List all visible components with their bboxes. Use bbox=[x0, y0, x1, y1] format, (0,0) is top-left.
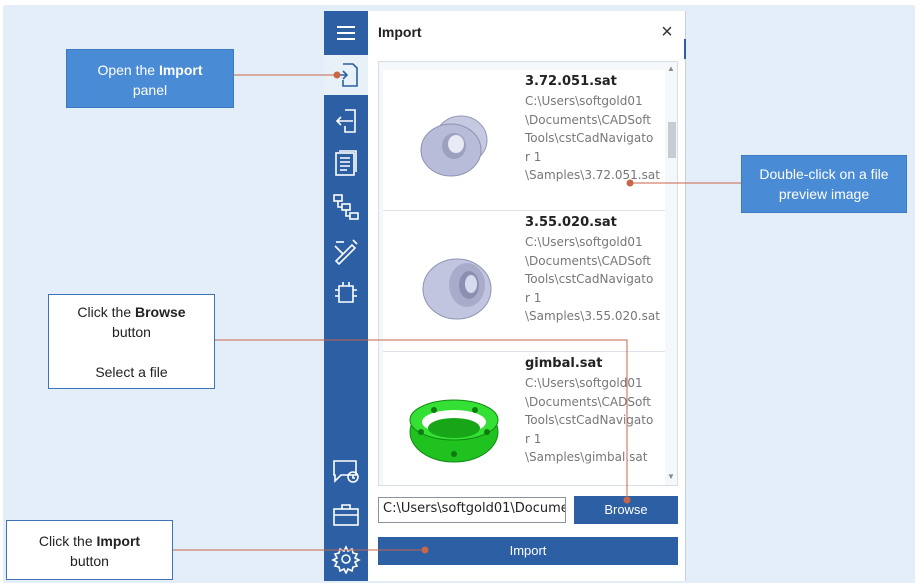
import-icon[interactable] bbox=[324, 55, 368, 95]
close-icon[interactable]: × bbox=[661, 21, 673, 43]
draw-icon[interactable] bbox=[324, 231, 368, 271]
path-input[interactable]: C:\Users\softgold01\Documents\CADSoft To… bbox=[378, 497, 566, 523]
panel-edge-marker bbox=[684, 39, 686, 59]
callout-import: Click the Import button bbox=[6, 520, 173, 580]
callout-open-import: Open the Import panel bbox=[66, 49, 234, 108]
callout-double-click: Double-click on a file preview image bbox=[741, 155, 907, 213]
scroll-down-icon[interactable]: ▼ bbox=[667, 472, 675, 481]
file-list[interactable]: ▲ ▼ 3.72.051.sat C:\Users\softgold01 \Do… bbox=[378, 61, 678, 486]
file-path: C:\Users\softgold01 \Documents\CADSoft T… bbox=[525, 94, 660, 182]
callout-text: button bbox=[112, 324, 151, 340]
callout-text-bold: Browse bbox=[135, 304, 186, 320]
file-preview-image[interactable] bbox=[399, 88, 509, 198]
briefcase-icon[interactable] bbox=[324, 495, 368, 535]
callout-text: preview image bbox=[778, 186, 870, 202]
import-button[interactable]: Import bbox=[378, 537, 678, 565]
browse-button[interactable]: Browse bbox=[574, 496, 678, 524]
callout-text: Open the bbox=[97, 62, 159, 78]
comment-icon[interactable] bbox=[324, 451, 368, 491]
callout-text: Click the bbox=[38, 533, 97, 549]
file-preview-image[interactable] bbox=[399, 229, 509, 339]
file-name: 3.55.020.sat bbox=[525, 215, 617, 230]
file-path: C:\Users\softgold01 \Documents\CADSoft T… bbox=[525, 376, 654, 464]
sidebar-rail bbox=[324, 11, 368, 581]
callout-text: Double-click on a file bbox=[759, 166, 889, 182]
list-item[interactable]: gimbal.sat C:\Users\softgold01 \Document… bbox=[383, 352, 665, 485]
scrollbar-thumb[interactable] bbox=[668, 122, 676, 158]
list-item[interactable]: 3.72.051.sat C:\Users\softgold01 \Docume… bbox=[383, 70, 665, 211]
scroll-up-icon[interactable]: ▲ bbox=[667, 64, 675, 73]
callout-text-bold: Import bbox=[96, 533, 141, 549]
import-panel: Import × ▲ ▼ 3.72.051.sat C:\Users\softg… bbox=[368, 11, 686, 581]
file-name: 3.72.051.sat bbox=[525, 74, 617, 89]
component-icon[interactable] bbox=[324, 273, 368, 313]
export-icon[interactable] bbox=[324, 101, 368, 141]
callout-text: Select a file bbox=[95, 364, 168, 380]
file-preview-image[interactable] bbox=[399, 370, 509, 480]
callout-text-bold: Import bbox=[158, 62, 203, 78]
panel-title: Import bbox=[378, 24, 422, 40]
menu-icon[interactable] bbox=[324, 13, 368, 53]
file-name: gimbal.sat bbox=[525, 356, 603, 371]
callout-browse: Click the Browse button Select a file bbox=[48, 294, 215, 389]
callout-text: button bbox=[70, 553, 109, 569]
file-path: C:\Users\softgold01 \Documents\CADSoft T… bbox=[525, 235, 660, 323]
callout-text: Click the bbox=[77, 304, 135, 320]
list-item[interactable]: 3.55.020.sat C:\Users\softgold01 \Docume… bbox=[383, 211, 665, 352]
callout-text: panel bbox=[132, 82, 168, 98]
document-icon[interactable] bbox=[324, 143, 368, 183]
tree-icon[interactable] bbox=[324, 187, 368, 227]
settings-icon[interactable] bbox=[324, 539, 368, 579]
